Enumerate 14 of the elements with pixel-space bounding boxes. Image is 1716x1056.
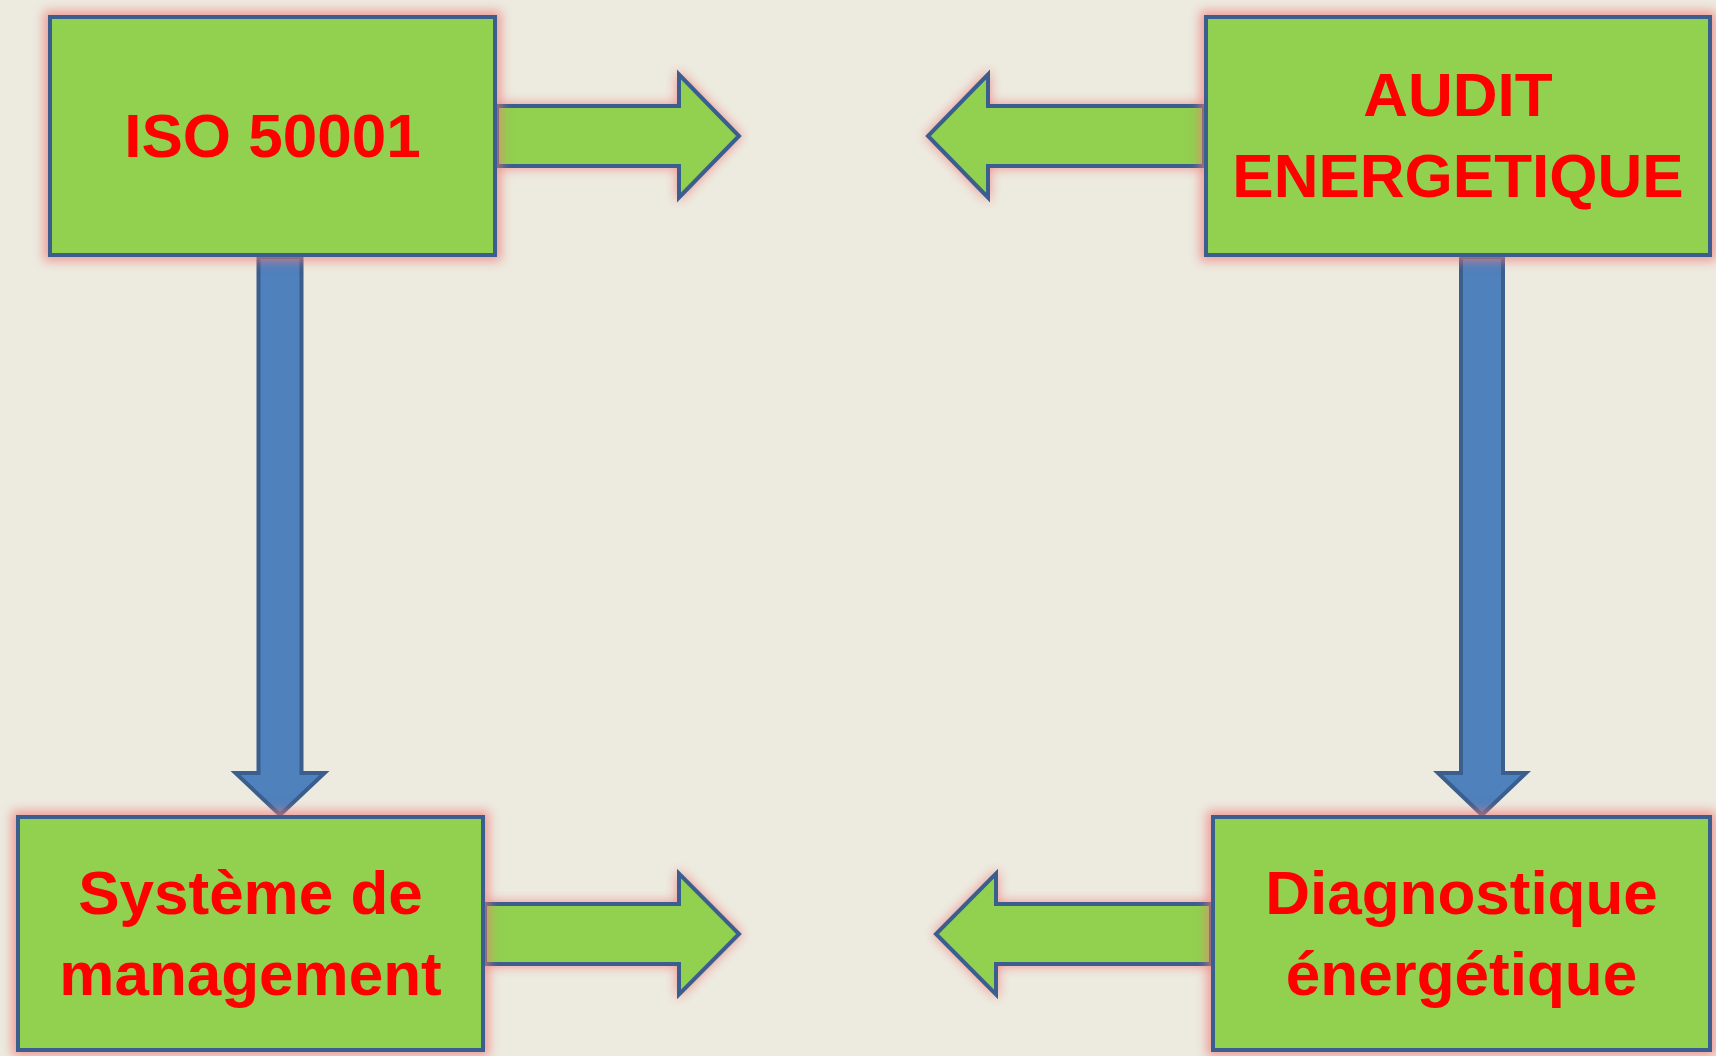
process-box: [1204, 15, 1712, 257]
block-arrow: [230, 255, 330, 818]
box-label: Diagnostique énergétique: [1264, 856, 1659, 1010]
block-arrow: [495, 69, 742, 203]
process-box: [48, 15, 497, 257]
block-arrow: [933, 868, 1213, 1000]
block-arrow: [925, 69, 1206, 203]
block-arrow: [483, 868, 742, 1000]
box-label: Système de management: [58, 856, 443, 1010]
box-label: AUDIT ENERGETIQUE: [1231, 59, 1685, 212]
block-arrow: [1433, 255, 1531, 818]
process-box: [1211, 815, 1712, 1052]
process-box: [16, 815, 485, 1052]
box-label: ISO 50001: [124, 99, 421, 172]
